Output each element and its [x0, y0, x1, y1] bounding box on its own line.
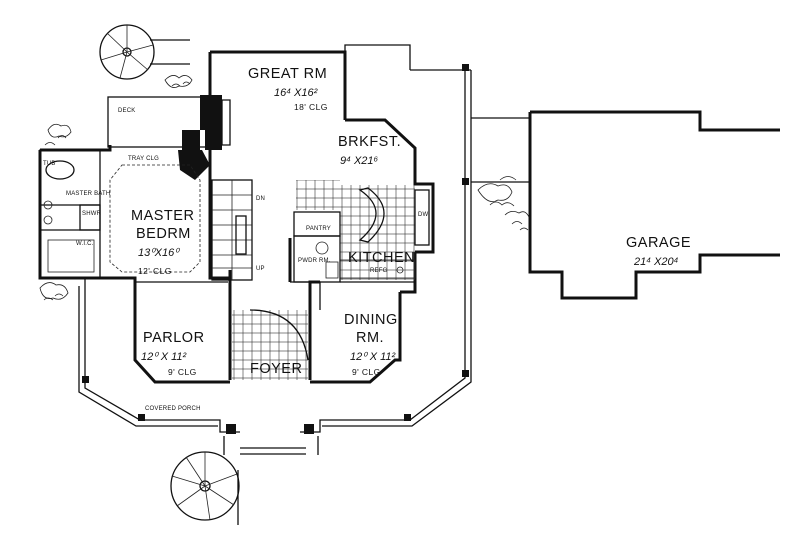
foyer-name: FOYER [250, 361, 302, 377]
wic-label: W.I.C. [76, 241, 94, 247]
covered-porch: COVERED PORCH [78, 64, 530, 455]
stair-down-label: DN [256, 196, 265, 202]
breakfast-name: BRKFST. [338, 134, 401, 150]
master-bedroom: TRAY CLG [109, 156, 201, 273]
tub-label: TUB [43, 161, 56, 167]
stair-up-label: UP [256, 266, 265, 272]
parlor-ceiling: 9' CLG [168, 367, 197, 377]
pantry-label: PANTRY [306, 226, 331, 232]
shower-label: SHWR [82, 211, 102, 217]
pantry-powder: PANTRY PWDR RM. [293, 211, 341, 283]
dining-room-name-2: RM. [356, 330, 384, 346]
great-room-ceiling: 18' CLG [294, 102, 328, 112]
parlor-name: PARLOR [143, 330, 205, 346]
main-stairs: DN UP [211, 179, 265, 281]
dining-room-ceiling: 9' CLG [352, 367, 381, 377]
great-room-size: 16⁴ X16² [274, 87, 318, 99]
master-bath: TUB MASTER BATH SHWR W.I.C. [39, 149, 110, 279]
master-bath-label: MASTER BATH [66, 191, 110, 197]
shrubs [39, 75, 530, 301]
master-bedroom-name-1: MASTER [131, 208, 194, 224]
breakfast-size: 9⁴ X21⁶ [340, 155, 379, 167]
exterior-walls [38, 44, 435, 384]
master-bedroom-ceiling: 12' CLG [138, 266, 172, 276]
covered-porch-label: COVERED PORCH [145, 406, 201, 412]
master-bedroom-size: 13⁰X16⁰ [138, 247, 180, 259]
room-labels: GREAT RM 16⁴ X16² 18' CLG BRKFST. 9⁴ X21… [131, 66, 691, 377]
refrigerator-label: REFG [370, 268, 388, 274]
deck-label: DECK [118, 108, 135, 114]
garage-name: GARAGE [626, 235, 691, 251]
tray-ceiling-label: TRAY CLG [128, 156, 159, 162]
dishwasher-label: DW [418, 212, 429, 218]
kitchen-tile-floor: DW REFG [296, 180, 430, 280]
spiral-stair-top [99, 24, 190, 80]
foyer-tile-floor [232, 309, 309, 380]
master-bedroom-name-2: BEDRM [136, 226, 191, 242]
dining-room-name-1: DINING [344, 312, 398, 328]
garage-size: 21⁴ X20⁴ [633, 256, 679, 268]
powder-room-label: PWDR RM. [298, 258, 331, 264]
garage [528, 110, 780, 300]
spiral-stair-bottom [170, 447, 306, 525]
dining-room-size: 12⁰ X 11² [350, 351, 396, 363]
fireplace [178, 95, 231, 180]
great-room-name: GREAT RM [248, 66, 327, 82]
kitchen-name: KITCHEN [348, 250, 415, 266]
parlor-size: 12⁰ X 11² [141, 351, 187, 363]
